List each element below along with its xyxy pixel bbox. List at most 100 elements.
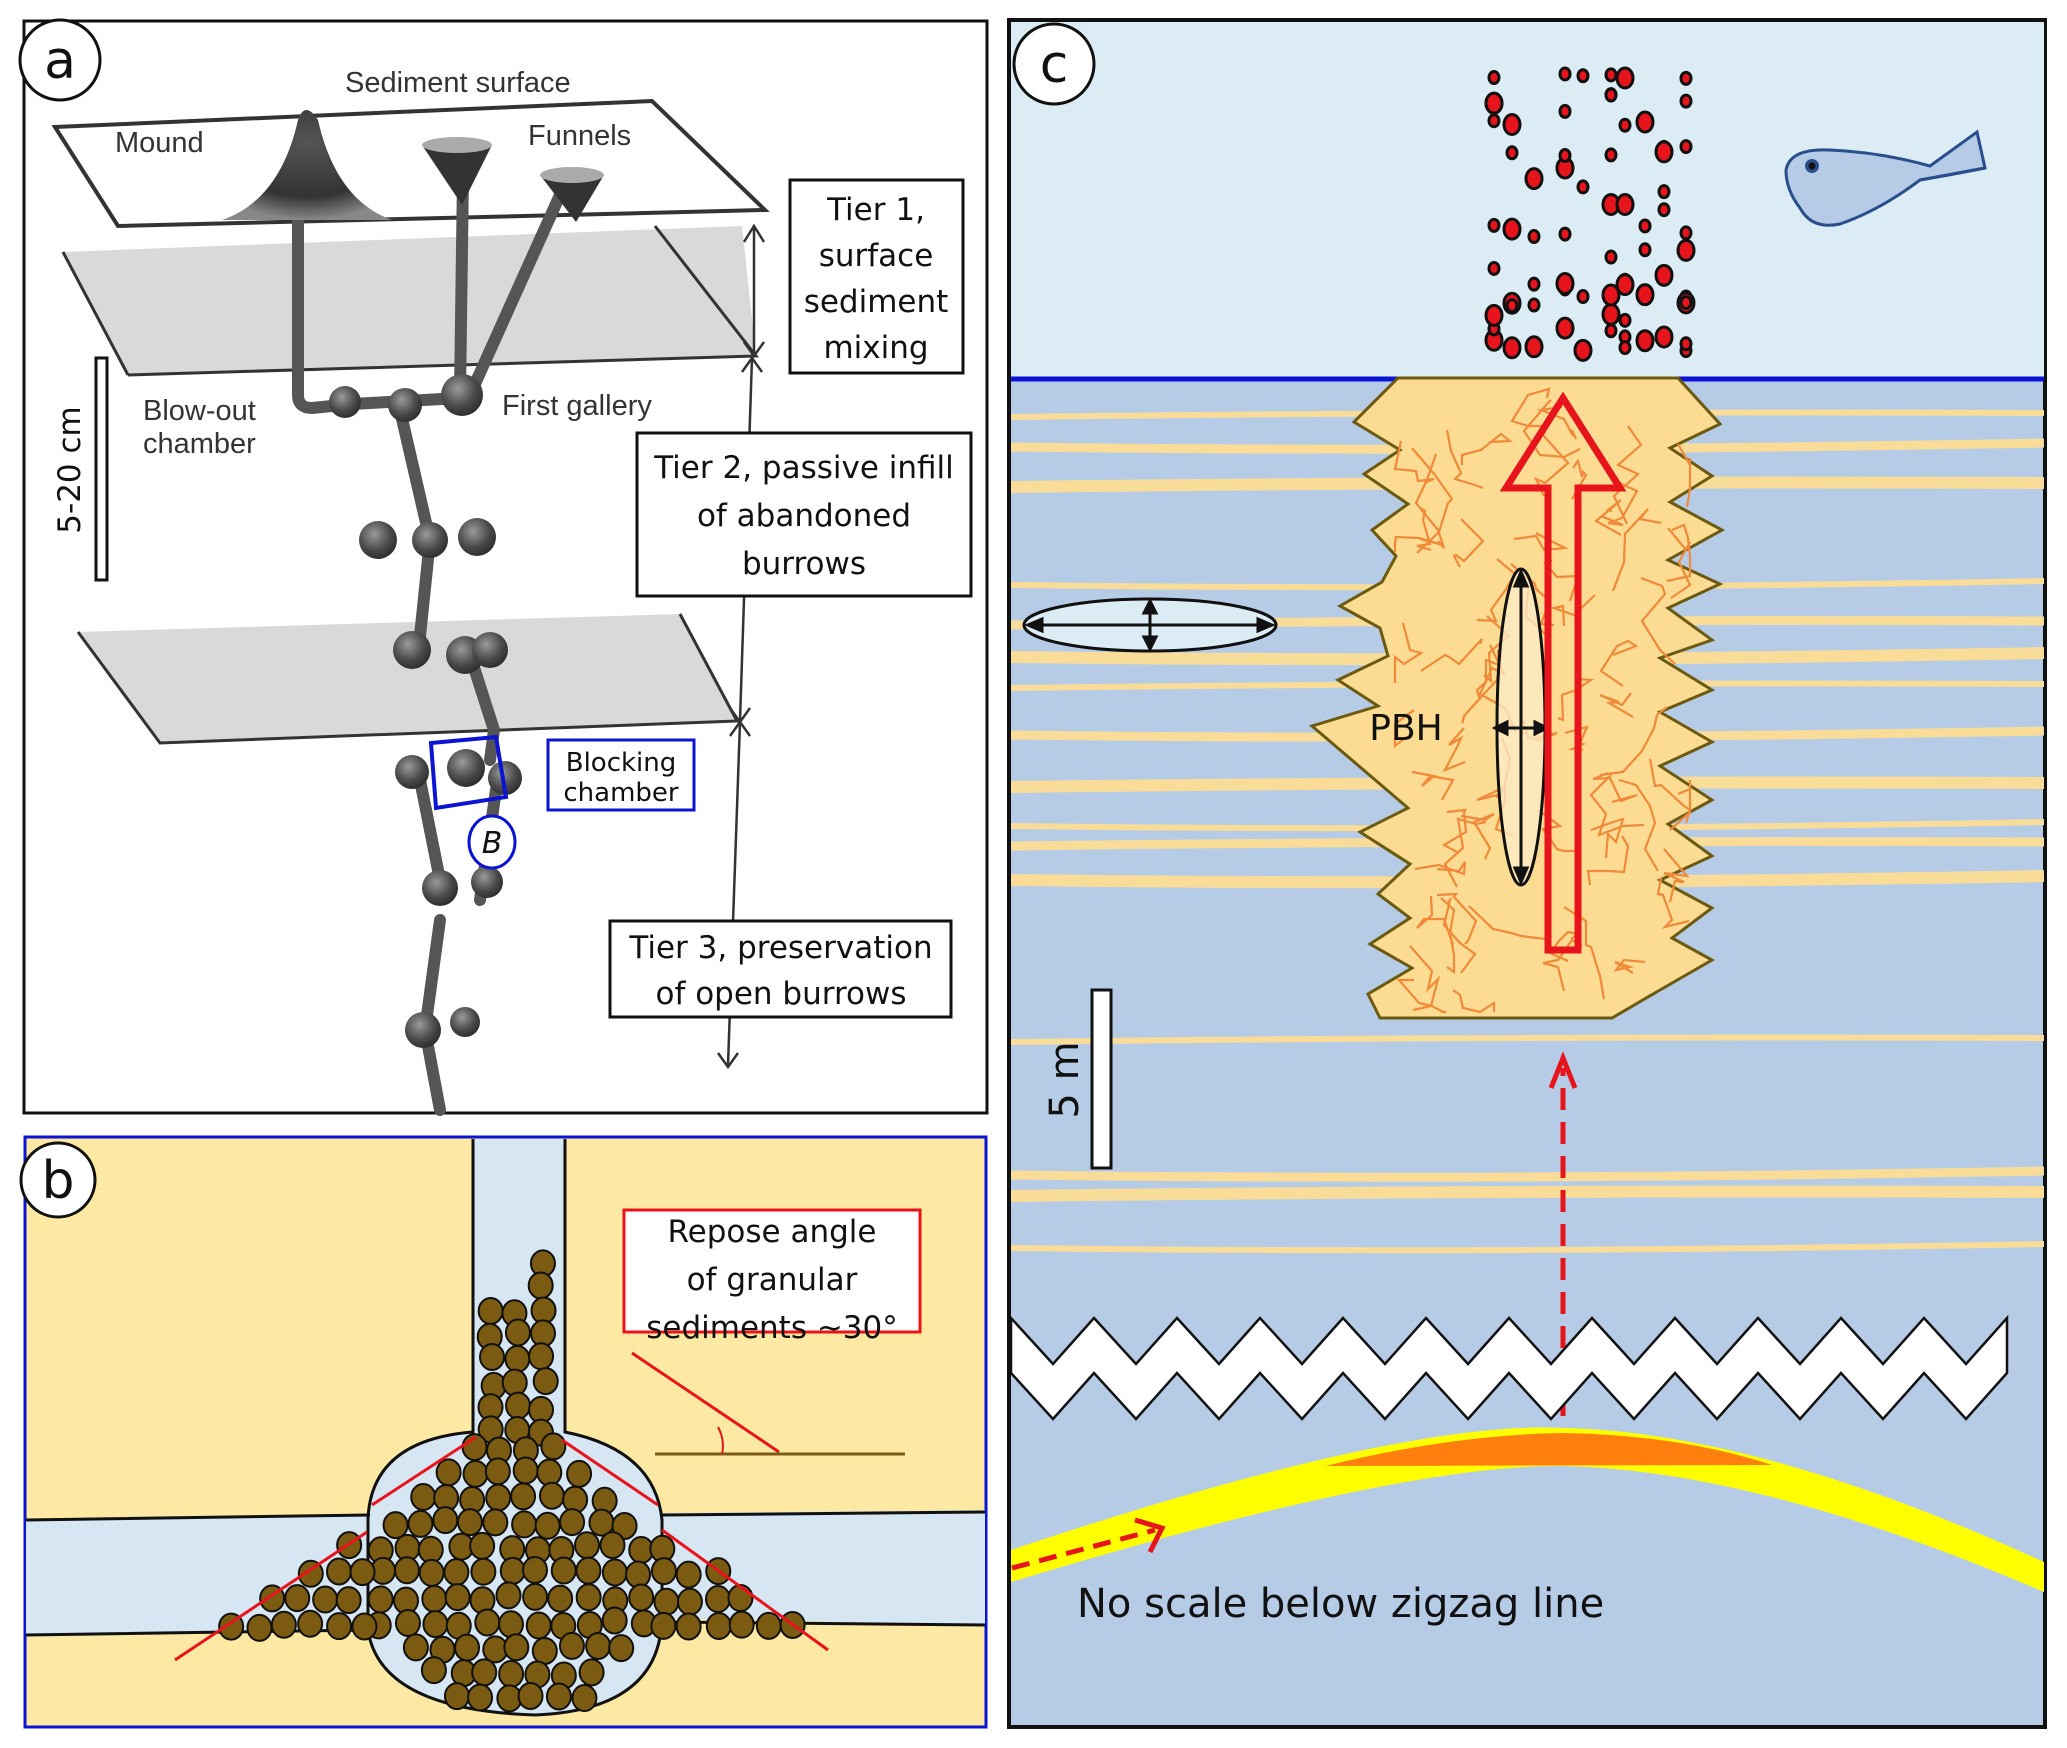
gas-bubble <box>1558 148 1572 164</box>
tier-plane-2 <box>78 614 737 743</box>
scale-label-c: 5 m <box>1042 1041 1088 1118</box>
fracture <box>1592 771 1638 804</box>
sediment-grain <box>297 1609 324 1638</box>
sediment-grain <box>443 1682 470 1711</box>
gas-bubble <box>1505 145 1519 161</box>
panel-a: Sediment surface Mound Funnels Blow-out … <box>18 18 989 1116</box>
sediment-grain <box>462 1459 489 1488</box>
gas-bubble <box>1576 179 1590 195</box>
sediment-grain <box>407 1509 434 1538</box>
gas-bubble <box>1618 117 1632 133</box>
blocking-chamber-marker <box>428 734 509 811</box>
sediment-grain <box>420 1656 447 1685</box>
ellipse-axes-arrows <box>1024 597 1276 653</box>
sediment-grain <box>575 1556 602 1585</box>
horizontal-burrow <box>26 1515 370 1635</box>
sediment-grain <box>454 1633 481 1662</box>
sediment-grain <box>601 1558 628 1587</box>
fracture <box>1436 892 1478 945</box>
sand-layer <box>1011 1185 2044 1202</box>
gas-bubble <box>1604 87 1618 103</box>
svg-text:Tier 1,: Tier 1, <box>826 192 925 228</box>
gas-bubble <box>1615 193 1635 217</box>
funnels-label: Funnels <box>528 120 631 152</box>
sediment-grain <box>540 1432 567 1461</box>
fracture <box>1441 808 1468 854</box>
sediment-grain <box>246 1613 273 1642</box>
fracture <box>1536 405 1578 440</box>
fracture <box>1442 727 1466 773</box>
sediment-grain <box>675 1560 702 1589</box>
sediment-grain <box>728 1610 755 1639</box>
sediment-grain <box>367 1585 394 1614</box>
gas-bubble <box>1618 340 1632 356</box>
gas-bubble <box>1679 139 1693 155</box>
gas-bubble <box>1604 147 1618 163</box>
gallery-chambers <box>329 374 522 1048</box>
fracture <box>1443 817 1487 888</box>
gas-cap <box>1326 1433 1772 1466</box>
fracture <box>1414 453 1446 549</box>
lateral-migration-arrow <box>1011 1527 1156 1571</box>
gas-bubble <box>1527 276 1541 292</box>
sediment-grain <box>650 1611 677 1640</box>
sediment-grain <box>351 1612 378 1641</box>
sediment-grains <box>218 1249 806 1713</box>
sediment-grain <box>566 1459 593 1488</box>
sediment-grain <box>456 1508 483 1537</box>
fracture <box>1542 938 1583 992</box>
sediment-grain <box>545 1682 572 1711</box>
sediment-grain <box>550 1556 577 1585</box>
gas-bubble <box>1654 325 1674 349</box>
gas-bubble <box>1635 329 1655 353</box>
fracture <box>1586 835 1630 886</box>
fracture <box>1393 622 1424 683</box>
fracture <box>1445 429 1484 490</box>
gas-bubble <box>1657 184 1671 200</box>
sediment-grain <box>522 1582 549 1611</box>
sediment-grain <box>422 1610 449 1639</box>
sediment-grain <box>477 1297 504 1326</box>
fracture <box>1411 770 1455 801</box>
svg-text:mixing: mixing <box>823 330 928 366</box>
sediment-grain <box>574 1531 601 1560</box>
sediment-grain <box>402 1633 429 1662</box>
gas-bubble <box>1601 283 1621 307</box>
sediment-grain <box>470 1557 497 1586</box>
panel-b-letter: b <box>41 1151 74 1211</box>
fracture <box>1460 432 1514 465</box>
sediment-grain <box>532 1367 559 1396</box>
fracture <box>1393 440 1435 485</box>
sediment-grain <box>417 1535 444 1564</box>
fracture <box>1440 897 1456 975</box>
funnel-1 <box>422 145 492 205</box>
sediment-grain <box>578 1658 605 1687</box>
sand-layers <box>1011 409 2044 1254</box>
no-scale-note: No scale below zigzag line <box>1077 1581 1604 1627</box>
sediment-grain <box>479 1342 506 1371</box>
sediment-grain <box>497 1610 524 1639</box>
gas-bubble <box>1527 229 1541 245</box>
funnel-2 <box>540 175 604 222</box>
gas-bubble <box>1657 202 1671 218</box>
sediment-grain <box>393 1556 420 1585</box>
panel-a-letter: a <box>44 31 76 91</box>
sand-layer <box>1011 1166 2044 1182</box>
sediment-grain <box>444 1583 471 1612</box>
panel-a-letter-circle <box>18 18 102 102</box>
sediment-grain <box>558 1631 585 1660</box>
fracture <box>1669 780 1692 831</box>
scale-bar-c <box>1090 988 1113 1170</box>
blocking-label-2: chamber <box>563 778 679 808</box>
mound-shape <box>222 110 392 220</box>
gas-bubble <box>1487 70 1501 86</box>
reservoir-layer <box>1011 1427 2044 1592</box>
gas-bubble <box>1679 93 1693 109</box>
gas-bubble <box>1502 113 1522 137</box>
gas-bubble <box>1487 113 1501 129</box>
sediment-grain <box>421 1584 448 1613</box>
sediment-grain <box>474 1608 501 1637</box>
sediment-grain <box>512 1456 539 1485</box>
sediment-grain <box>571 1684 598 1713</box>
sediment-grain <box>467 1683 494 1712</box>
